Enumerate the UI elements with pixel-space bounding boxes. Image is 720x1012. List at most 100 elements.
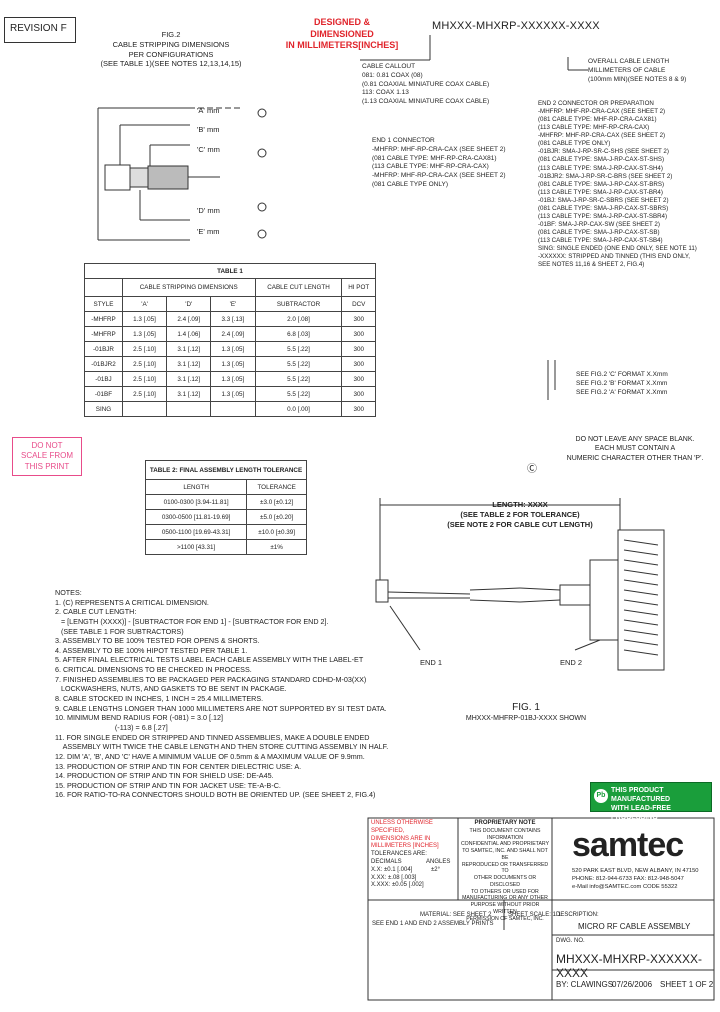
end2-line-20: -XXXXXX: STRIPPED AND TINNED (THIS END O… <box>538 253 690 261</box>
table-cell <box>121 401 168 417</box>
table-cell: ±10.0 [±0.39] <box>246 524 307 540</box>
end1-connector-callout: END 1 CONNECTOR -MHFRP: MHF-RP-CRA-CAX (… <box>372 137 506 190</box>
fig2-dim-c: 'C' mm <box>197 145 220 154</box>
sheet-scale: SHEET SCALE: 1:1 <box>508 912 561 918</box>
dwg-no-value: MHXXX-MHXRP-XXXXXX-XXXX <box>556 952 703 980</box>
cable-callout: CABLE CALLOUT 081: 0.81 COAX (08) (0.81 … <box>362 63 489 107</box>
table-row: 0300-0500 [11.81-19.69]±5.0 [±0.20] <box>144 509 307 525</box>
end2-line-21: SEE NOTES 11,16 & SHEET 2, FIG.4) <box>538 261 645 269</box>
format-line-a: SEE FIG.2 'A' FORMAT X.Xmm <box>576 388 668 396</box>
table-cell: 1.3 [.05] <box>210 371 256 387</box>
table-cell: -01BJR2 <box>84 356 123 372</box>
address-line: PHONE: 812-944-6733 FAX: 812-948-5047 <box>572 875 684 882</box>
table1-col-a: 'A' <box>121 296 168 312</box>
table-row: >1100 [43.31]±1% <box>144 539 307 555</box>
revision-box <box>4 17 76 43</box>
cable-callout-line-5: (1.13 COAXIAL MINIATURE COAX CABLE) <box>362 98 490 106</box>
title-block-frame <box>367 817 715 1001</box>
fig2-title: FIG.2 <box>161 30 181 39</box>
end2-line-12: (113 CABLE TYPE: SMA-J-RP-CAX-ST-BR4) <box>538 188 663 196</box>
proprietary-note: PROPRIETARY NOTE THIS DOCUMENT CONTAINS … <box>460 820 550 922</box>
tolerances-block: UNLESS OTHERWISE SPECIFIED, DIMENSIONS A… <box>371 820 457 890</box>
warning-line-3: NUMERIC CHARACTER OTHER THAN 'P'. <box>566 454 704 462</box>
end2-line-14: (081 CABLE TYPE: SMA-J-RP-CAX-ST-SBRS) <box>538 204 669 212</box>
proprietary-line: PERMISSION OF SAMTEC, INC. <box>466 915 544 922</box>
cable-callout-line-3: (0.81 COAXIAL MINIATURE COAX CABLE) <box>362 80 490 88</box>
note-item: 3. ASSEMBLY TO BE 100% TESTED FOR OPENS … <box>55 636 260 646</box>
table-cell: 300 <box>341 311 376 327</box>
note-item: 9. CABLE LENGTHS LONGER THAN 1000 MILLIM… <box>55 703 387 713</box>
end2-line-8: (081 CABLE TYPE: SMA-J-RP-CAX-ST-SHS) <box>538 156 665 164</box>
table-cell: ±3.0 [±0.12] <box>246 494 307 510</box>
table-cell: SING <box>84 401 123 417</box>
cable-callout-line-1: CABLE CALLOUT <box>362 63 416 70</box>
tolerance-red-3: MILLIMETERS [INCHES] <box>371 843 439 850</box>
fig1-caption: FIG. 1 MHXXX-MHFRP-01BJ-XXXX SHOWN <box>446 702 606 723</box>
angles-value: ±2° <box>431 867 441 873</box>
end2-connector-callout: END 2 CONNECTOR OR PREPARATION -MHFRP: M… <box>538 100 697 269</box>
address-line: e-Mail info@SAMTEC.com CODE 55322 <box>572 883 678 890</box>
table-cell: 2.5 [.10] <box>121 341 168 357</box>
table1-col-e: 'E' <box>210 296 256 312</box>
fig1-end1-label: END 1 <box>420 658 443 667</box>
fig1-drawing <box>375 498 665 671</box>
critical-dimension-icon: Ⓒ <box>527 464 537 475</box>
address-line: 520 PARK EAST BLVD, NEW ALBANY, IN 47150 <box>572 868 699 874</box>
table-cell: 300 <box>341 386 376 402</box>
format-line-c: SEE FIG.2 'C' FORMAT X.Xmm <box>576 371 668 378</box>
note-item: 11. FOR SINGLE ENDED OR STRIPPED AND TIN… <box>55 732 370 742</box>
table-cell: 1.3 [.05] <box>210 386 256 402</box>
table-cell: ±5.0 [±0.20] <box>246 509 307 525</box>
do-not-scale-line-3: THIS PRINT <box>24 461 70 471</box>
do-not-scale-line-2: SCALE FROM <box>20 451 73 461</box>
table2: TABLE 2: FINAL ASSEMBLY LENGTH TOLERANCE… <box>144 460 307 555</box>
table-cell: ±1% <box>246 539 307 555</box>
table1: TABLE 1 CABLE STRIPPING DIMENSIONS CABLE… <box>84 263 376 417</box>
note-item: 14. PRODUCTION OF STRIP AND TIN FOR SHIE… <box>55 771 274 781</box>
end2-line-11: (081 CABLE TYPE: SMA-J-RP-CAX-ST-BRS) <box>538 180 665 188</box>
note-item: (SEE TABLE 1 FOR SUBTRACTORS) <box>55 626 184 636</box>
overall-length-line-1: OVERALL CABLE LENGTH <box>588 58 670 65</box>
callout-leaders <box>360 35 588 400</box>
table1-group-cut: CABLE CUT LENGTH <box>254 278 343 297</box>
overall-length-line-3: (100mm MIN)(SEE NOTES 8 & 9) <box>588 75 687 83</box>
material-label: MATERIAL: SEE SHEET 2 <box>420 912 492 918</box>
end1-line-2: -MHFRP: MHF-RP-CRA-CAX (SEE SHEET 2) <box>372 145 506 153</box>
table-cell: 3.1 [.12] <box>166 386 212 402</box>
drawn-date: 07/26/2006 <box>612 980 653 989</box>
table-cell: 2.0 [.08] <box>254 311 343 327</box>
note-item: 6. CRITICAL DIMENSIONS TO BE CHECKED IN … <box>55 665 252 675</box>
end2-line-16: -01BF: SMA-J-RP-CAX-SW (SEE SHEET 2) <box>538 220 660 228</box>
tolerance-line: X.XXX: ±0.05 [.002] <box>371 882 424 889</box>
lead-free-badge: THIS PRODUCT MANUFACTURED WITH LEAD-FREE… <box>590 782 712 821</box>
table2-title: TABLE 2: FINAL ASSEMBLY LENGTH TOLERANCE <box>145 460 307 480</box>
fig1-end2-label: END 2 <box>560 658 583 667</box>
table-cell: 3.1 [.12] <box>166 356 212 372</box>
tolerance-line: DECIMALS <box>371 858 402 865</box>
note-item: 8. CABLE STOCKED IN INCHES, 1 INCH = 25.… <box>55 694 264 704</box>
table-cell: 5.5 [.22] <box>254 386 343 402</box>
overall-length-line-2: MILLIMETERS OF CABLE <box>588 66 666 74</box>
note-item: 5. AFTER FINAL ELECTRICAL TESTS LABEL EA… <box>55 655 364 665</box>
end2-line-7: -01BJR: SMA-J-RP-SR-C-SHS (SEE SHEET 2) <box>538 148 669 156</box>
blank-space-warning: DO NOT LEAVE ANY SPACE BLANK. EACH MUST … <box>560 435 710 463</box>
table-cell: 3.3 [.13] <box>210 311 256 327</box>
table-cell: 1.4 [.06] <box>166 326 212 342</box>
end1-line-3: (081 CABLE TYPE: MHF-RP-CRA-CAX81) <box>372 154 497 162</box>
proprietary-line: TO OTHERS OR USED FOR <box>471 888 539 895</box>
end2-line-19: SING: SINGLE ENDED (ONE END ONLY, SEE NO… <box>538 245 697 253</box>
end2-line-3: (081 CABLE TYPE: MHF-RP-CRA-CAX81) <box>538 116 657 124</box>
format-line-b: SEE FIG.2 'B' FORMAT X.Xmm <box>576 379 668 387</box>
table-cell: 3.1 [.12] <box>166 371 212 387</box>
note-item: 1. (C) REPRESENTS A CRITICAL DIMENSION. <box>55 597 209 607</box>
proprietary-line: OTHER DOCUMENTS OR DISCLOSED <box>473 875 537 888</box>
note-item: LOCKWASHERS, NUTS, AND GASKETS TO BE SEN… <box>55 684 287 694</box>
fig2-line-1: CABLE STRIPPING DIMENSIONS <box>112 39 230 49</box>
table-cell: 300 <box>341 326 376 342</box>
table-cell: 2.5 [.10] <box>121 371 168 387</box>
end2-line-2: -MHFRP: MHF-RP-CRA-CAX (SEE SHEET 2) <box>538 108 666 116</box>
